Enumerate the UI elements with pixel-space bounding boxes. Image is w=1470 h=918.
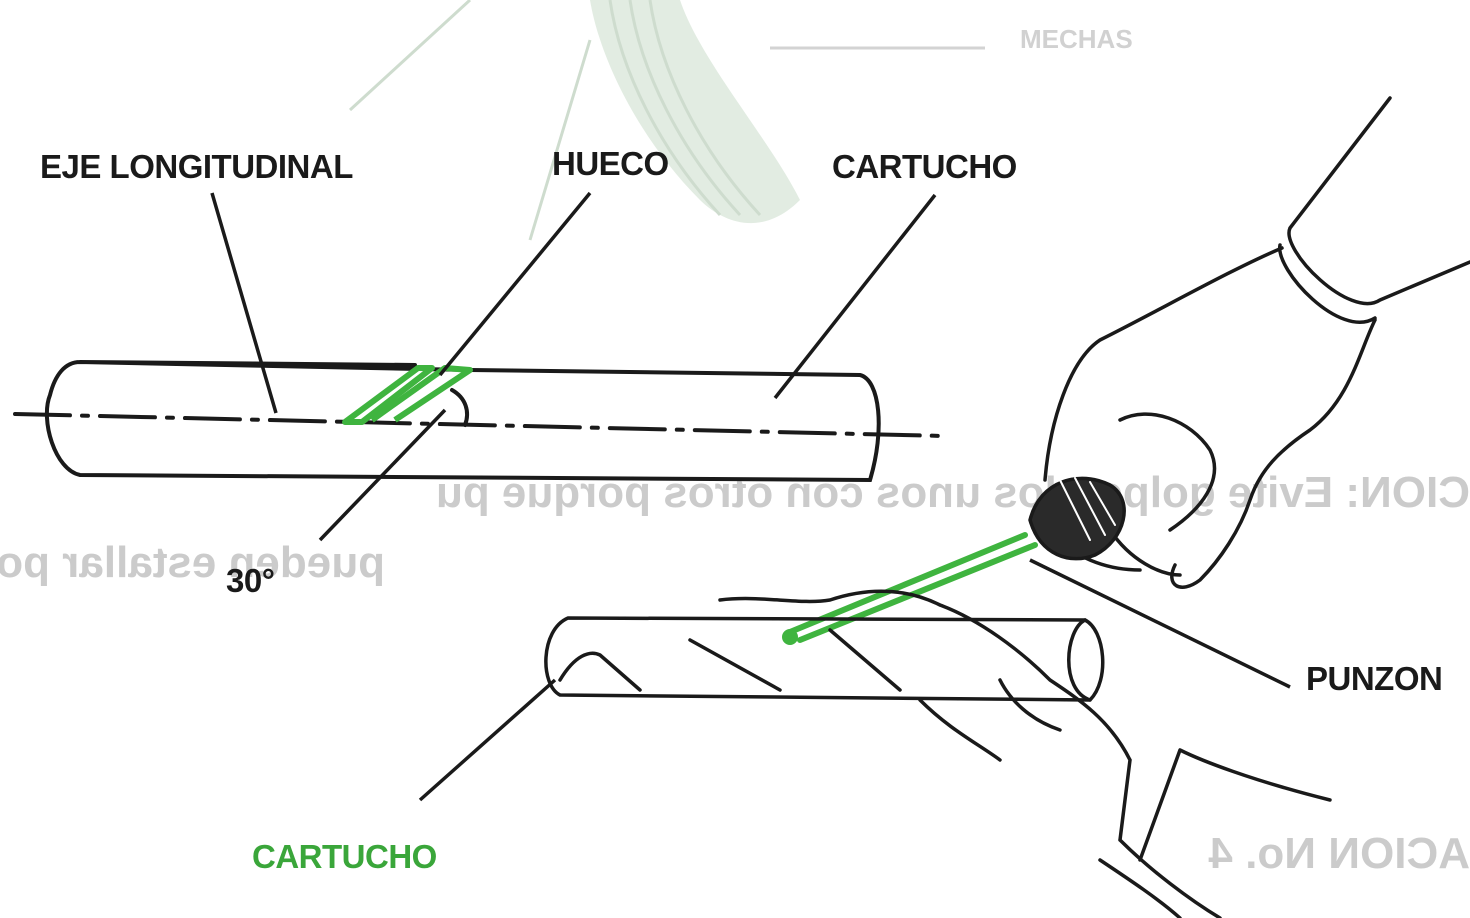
ghost-line-1: CION: Evite golpearlos unos con otros po… [436, 468, 1470, 517]
leader-eje [210, 192, 278, 414]
leader-hueco [438, 191, 592, 377]
lower-cartridge [544, 589, 1332, 918]
punch-rod-highlight [782, 532, 1038, 645]
leader-punzon [1029, 558, 1291, 689]
leader-cartucho-bottom [418, 678, 557, 802]
cartridge-body [44, 359, 881, 483]
leader-cartucho-top [773, 193, 937, 400]
ghost-mechas: MECHAS [1020, 24, 1133, 54]
label-angle: 30° [226, 562, 274, 599]
leader-angle [318, 408, 447, 542]
label-cartucho-top: CARTUCHO [832, 148, 1017, 185]
label-cartucho-bottom: CARTUCHO [252, 838, 437, 875]
lower-hand-outline [718, 589, 1332, 918]
bleed-through-layer: MECHAS CION: Evite golpearlos unos con o… [0, 0, 1470, 878]
upper-cartridge [13, 359, 947, 483]
lower-cartridge-end [1067, 618, 1092, 702]
lower-cartridge-wrap [558, 628, 902, 692]
lower-leaders [418, 558, 1291, 802]
ghost-line-3: ACION No. 4 [1208, 829, 1470, 878]
punch-tip-hatch [1059, 477, 1116, 541]
label-eje-longitudinal: EJE LONGITUDINAL [40, 148, 353, 185]
ghost-fuse-bundle [590, 0, 800, 224]
ghost-fuse-lines [348, 0, 762, 241]
label-punzon: PUNZON [1306, 660, 1442, 697]
upper-hand-outline [1043, 246, 1377, 589]
upper-hand [1028, 96, 1470, 589]
label-hueco: HUECO [552, 145, 669, 182]
longitudinal-axis [13, 412, 947, 438]
hole-highlight [342, 365, 473, 425]
ghost-line-2: pueden estallar por lo sensibles. [0, 538, 385, 587]
upper-leaders [210, 191, 937, 542]
angle-arc [450, 388, 470, 427]
upper-sleeve [1278, 96, 1470, 324]
